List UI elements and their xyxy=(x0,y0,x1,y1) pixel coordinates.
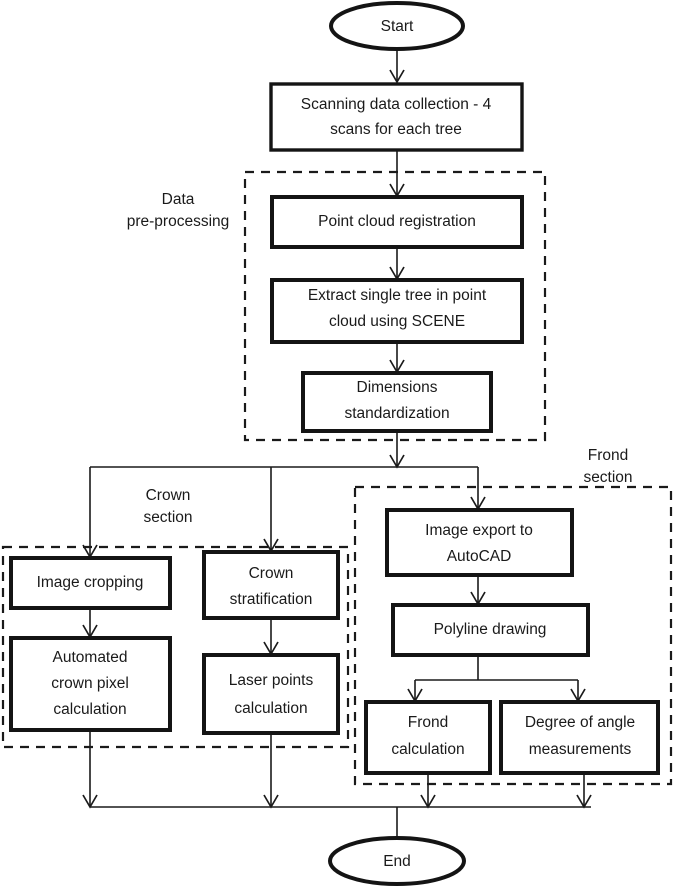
node-dimensions-standardization xyxy=(301,371,493,433)
node-image-export-line2: AutoCAD xyxy=(447,548,512,565)
terminal-start xyxy=(329,1,465,51)
node-crown-stratification xyxy=(202,550,340,620)
node-polyline-drawing xyxy=(391,603,590,657)
node-automated-line2: crown pixel xyxy=(51,675,129,692)
node-dimensions-line1: Dimensions xyxy=(357,379,438,396)
node-image-cropping-line1: Image cropping xyxy=(37,574,144,591)
terminal-start-label: Start xyxy=(381,18,414,35)
label-crown-section-line2: section xyxy=(143,509,192,526)
node-extract-single-tree xyxy=(270,278,524,344)
terminal-end-label: End xyxy=(383,853,411,870)
node-crown-strat-line2: stratification xyxy=(230,591,313,608)
node-image-export-autocad xyxy=(385,508,574,577)
node-automated-line1: Automated xyxy=(53,649,128,666)
node-laser-line2: calculation xyxy=(234,700,307,717)
node-registration-line1: Point cloud registration xyxy=(318,213,476,230)
node-crown-strat-line1: Crown xyxy=(249,565,294,582)
node-degree-angle-line2: measurements xyxy=(529,741,632,758)
node-extract-line1: Extract single tree in point xyxy=(308,287,487,304)
node-scanning-data-collection xyxy=(269,82,524,152)
node-automated-line3: calculation xyxy=(53,701,126,718)
node-scanning-line1: Scanning data collection - 4 xyxy=(301,96,492,113)
node-laser-points-calculation xyxy=(202,653,340,735)
label-crown-section-line1: Crown xyxy=(146,487,191,504)
node-degree-of-angle-measurements xyxy=(499,700,660,775)
node-image-export-line1: Image export to xyxy=(425,522,533,539)
node-frond-calculation xyxy=(364,700,492,775)
node-image-cropping xyxy=(9,556,172,610)
node-dimensions-line2: standardization xyxy=(344,405,449,422)
label-data-preprocessing-line2: pre-processing xyxy=(127,213,230,230)
label-frond-section-line1: Frond xyxy=(588,447,629,464)
node-laser-line1: Laser points xyxy=(229,672,314,689)
group-box-data-preprocessing xyxy=(243,170,547,442)
arrowhead-start-to-scanning xyxy=(389,69,405,84)
node-point-cloud-registration xyxy=(270,195,524,249)
label-frond-section-line2: section xyxy=(583,469,632,486)
label-data-preprocessing-line1: Data xyxy=(162,191,195,208)
group-box-frond-section xyxy=(353,485,673,786)
node-frond-calc-line1: Frond xyxy=(408,714,449,731)
node-degree-angle-line1: Degree of angle xyxy=(525,714,635,731)
node-automated-crown-pixel xyxy=(9,636,172,732)
terminal-end xyxy=(328,836,466,886)
node-scanning-line2: scans for each tree xyxy=(330,121,462,138)
node-polyline-line1: Polyline drawing xyxy=(434,621,547,638)
node-extract-line2: cloud using SCENE xyxy=(329,313,465,330)
node-frond-calc-line2: calculation xyxy=(391,741,464,758)
